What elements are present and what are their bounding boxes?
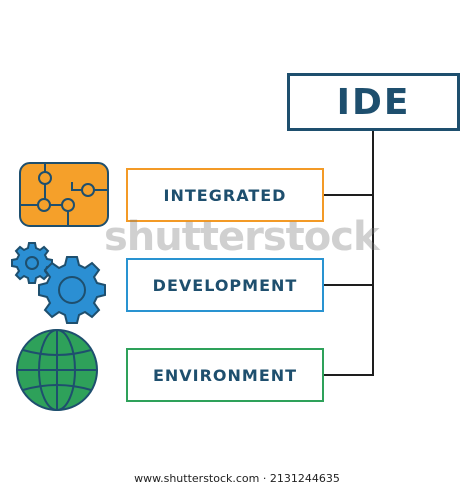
watermark: shutterstock [104, 214, 380, 260]
term-development: DEVELOPMENT [126, 258, 324, 312]
term-environment: ENVIRONMENT [126, 348, 324, 402]
term-integrated: INTEGRATED [126, 168, 324, 222]
title-box: IDE [287, 73, 460, 131]
footer-credit: www.shutterstock.com · 2131244635 [134, 472, 340, 485]
